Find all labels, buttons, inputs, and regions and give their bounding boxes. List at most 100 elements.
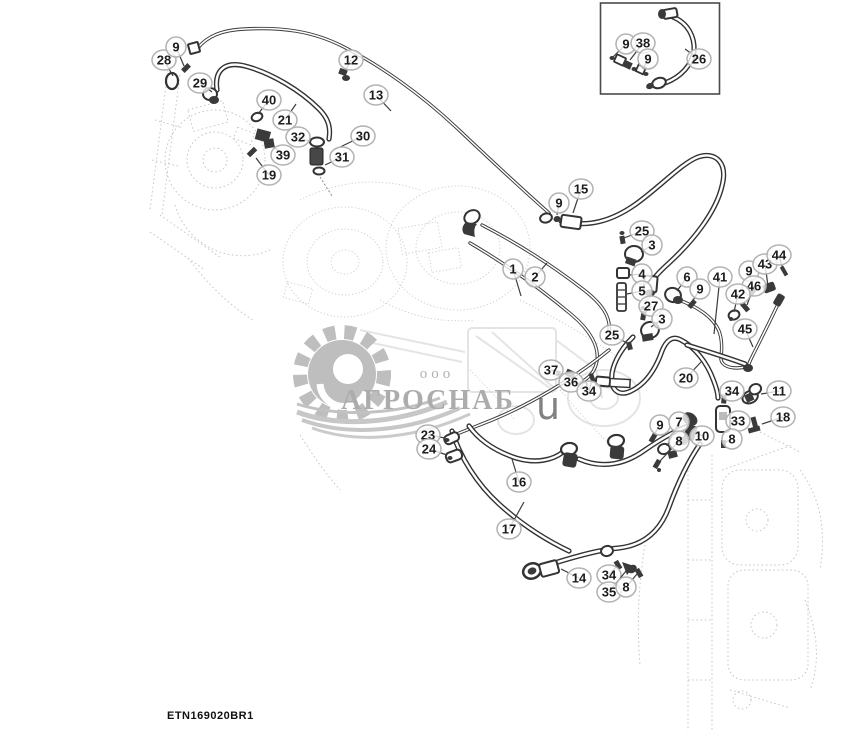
callout-number: 39 xyxy=(276,148,290,163)
callout-number: 7 xyxy=(675,415,682,430)
callout-21: 21 xyxy=(272,103,298,131)
callout-29: 29 xyxy=(187,72,213,94)
callout-9: 9 xyxy=(612,33,637,58)
callout-number: 9 xyxy=(745,264,752,279)
callout-number: 15 xyxy=(574,182,588,197)
callout-45: 45 xyxy=(732,318,758,348)
callout-number: 28 xyxy=(157,53,171,68)
hose-path-highlight xyxy=(215,63,331,141)
callout-bubble xyxy=(721,428,743,450)
callout-9: 9 xyxy=(649,414,671,437)
callout-32: 32 xyxy=(285,126,312,148)
tube-path-highlight xyxy=(481,224,610,332)
callout-number: 41 xyxy=(713,270,727,285)
callout-number: 34 xyxy=(725,384,740,399)
callout-16: 16 xyxy=(506,458,532,493)
callout-number: 8 xyxy=(675,434,682,449)
callout-number: 35 xyxy=(602,585,616,600)
callout-number: 9 xyxy=(644,52,651,67)
callout-bubble xyxy=(270,144,296,166)
callout-bubble xyxy=(668,430,690,452)
callout-bubble xyxy=(350,125,376,147)
callout-bubble xyxy=(506,471,532,493)
callout-14: 14 xyxy=(560,567,592,589)
hose-path-highlight xyxy=(467,424,565,463)
fittings xyxy=(164,41,789,580)
tube-path-highlight xyxy=(196,27,550,214)
callout-number: 46 xyxy=(747,279,761,294)
callout-18: 18 xyxy=(761,406,796,428)
callout-number: 27 xyxy=(644,299,658,314)
callout-bubble xyxy=(329,146,355,168)
callout-number: 2 xyxy=(531,270,538,285)
callout-3: 3 xyxy=(640,234,663,256)
tube-path-highlight xyxy=(747,301,780,368)
callout-number: 37 xyxy=(544,363,558,378)
callout-44: 44 xyxy=(766,244,792,271)
callout-28: 28 xyxy=(151,49,177,77)
callout-9: 9 xyxy=(637,48,659,70)
callout-number: 29 xyxy=(193,76,207,91)
callout-30: 30 xyxy=(333,125,376,151)
tube-path xyxy=(468,241,599,383)
callout-bubble xyxy=(568,178,594,200)
callout-number: 9 xyxy=(555,196,562,211)
callout-9: 9 xyxy=(689,278,711,303)
callout-number: 9 xyxy=(172,40,179,55)
callout-31: 31 xyxy=(324,146,355,168)
callout-8: 8 xyxy=(659,430,690,462)
callout-number: 1 xyxy=(509,262,516,277)
callout-37: 37 xyxy=(538,359,564,381)
callout-number: 8 xyxy=(622,580,629,595)
callout-number: 3 xyxy=(648,238,655,253)
callout-bubble xyxy=(641,234,663,256)
callout-2: 2 xyxy=(524,262,548,288)
callout-25: 25 xyxy=(599,324,628,346)
callout-bubble xyxy=(566,567,592,589)
callout-24: 24 xyxy=(416,438,448,460)
callout-1: 1 xyxy=(502,258,524,297)
callout-bubble xyxy=(256,89,282,111)
background-axle-sketch xyxy=(282,181,616,451)
callout-26: 26 xyxy=(684,48,712,70)
callout-number: 45 xyxy=(738,322,752,337)
callout-bubble xyxy=(272,109,298,131)
callout-number: 12 xyxy=(344,53,358,68)
callout-number: 13 xyxy=(369,88,383,103)
gear-logo-icon xyxy=(293,325,471,439)
callout-40: 40 xyxy=(256,89,282,115)
callout-number: 6 xyxy=(683,270,690,285)
callout-bubble xyxy=(524,266,546,288)
callout-bubble xyxy=(766,244,792,266)
callout-number: 3 xyxy=(658,312,665,327)
background-engine-sketch xyxy=(149,69,341,491)
callout-number: 17 xyxy=(502,522,516,537)
callout-bubble xyxy=(285,126,311,148)
watermark-company-text: АГРОСНАБ xyxy=(341,385,515,416)
callout-number: 19 xyxy=(262,168,276,183)
callout-number: 16 xyxy=(512,475,526,490)
callout-bubble xyxy=(576,380,602,402)
callout-25: 25 xyxy=(623,220,655,242)
callout-number: 44 xyxy=(772,248,787,263)
callout-number: 34 xyxy=(582,384,597,399)
watermark: ооо АГРОСНАБ u xyxy=(293,325,641,439)
callout-36: 36 xyxy=(558,371,584,393)
callout-bubble xyxy=(256,164,282,186)
callout-bubble xyxy=(651,308,673,330)
callout-10: 10 xyxy=(689,425,715,447)
callout-number: 8 xyxy=(728,432,735,447)
callout-13: 13 xyxy=(363,84,392,112)
callout-number: 9 xyxy=(696,282,703,297)
callout-number: 21 xyxy=(278,113,292,128)
callout-11: 11 xyxy=(760,380,792,402)
callout-number: 25 xyxy=(635,224,649,239)
callout-9: 9 xyxy=(548,192,570,216)
tube-path xyxy=(195,26,551,215)
callout-34: 34 xyxy=(576,378,602,402)
callout-bubble xyxy=(496,518,522,540)
callout-9: 9 xyxy=(165,36,187,67)
callout-number: 24 xyxy=(422,442,437,457)
